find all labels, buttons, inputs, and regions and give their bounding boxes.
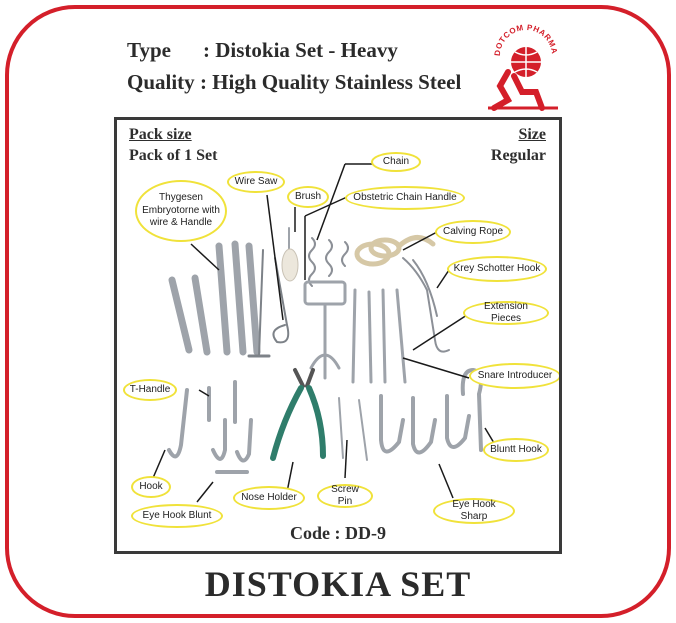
spec-quality-line: Quality : High Quality Stainless Steel [127,70,461,95]
label-calving-rope: Calving Rope [435,220,511,244]
label-embryotome: Thygesen Embryotorne with wire & Handle [135,180,227,242]
hook-icon [167,388,189,459]
pack-size-title: Pack size [129,126,192,143]
instruments-illustration [152,163,498,503]
label-screw-pin: Screw Pin [317,484,373,508]
pack-size-value: Pack of 1 Set [129,147,218,164]
eye-hook-blunt-icon [211,418,253,474]
label-krey-schotter-hook: Krey Schotter Hook [447,256,547,282]
label-eye-hook-sharp: Eye Hook Sharp [433,498,515,524]
label-t-handle: T-Handle [123,379,177,401]
label-obstetric-chain-handle: Obstetric Chain Handle [345,186,465,210]
brand-logo: DOTCOM PHARMA [488,23,559,111]
label-extension-pieces: Extension Pieces [463,301,549,325]
size-title: Size [518,126,546,143]
extension-pieces-icon [351,288,407,384]
krey-schotter-hook-icon [402,257,450,353]
label-nose-holder: Nose Holder [233,486,305,510]
label-hook: Hook [131,476,171,498]
obstetric-chain-handle-icon [303,280,347,380]
nose-holder-icon [270,368,326,461]
t-handle-icon [207,380,237,424]
label-embryotome-line-3: wire & Handle [149,217,213,229]
label-wire-saw: Wire Saw [227,171,285,193]
spec-type-value: : Distokia Set - Heavy [203,38,398,62]
label-brush: Brush [287,186,329,208]
brand-globe-figure-icon [488,47,558,111]
spec-type-line: Type : Distokia Set - Heavy [127,38,398,63]
label-snare-introducer: Snare Introducer [469,363,559,389]
product-panel: Pack size Pack of 1 Set Size Regular Cha… [114,117,562,554]
label-embryotome-line-2: Embryotorne with [142,204,220,216]
label-bluntt-hook: Bluntt Hook [483,438,549,462]
screw-pin-icon [338,397,368,461]
label-eye-hook-blunt: Eye Hook Blunt [131,504,223,528]
embryotome-icon [168,240,261,356]
spec-quality-value: : High Quality Stainless Steel [199,70,462,94]
calving-rope-icon [354,235,436,267]
t-handle-rod-icon [258,249,264,357]
label-embryotome-line-1: Thygesen [159,192,203,204]
wire-saw-icon [272,257,290,344]
footer-title: DISTOKIA SET [204,564,472,604]
spec-quality-key: Quality [127,70,195,94]
label-chain: Chain [371,152,421,172]
product-code: Code : DD-9 [290,523,386,543]
size-value: Regular [490,147,546,164]
brush-icon [281,227,299,282]
chain-icon [308,237,349,287]
eye-hook-sharp-icon [379,394,471,455]
spec-type-key: Type [127,38,171,62]
